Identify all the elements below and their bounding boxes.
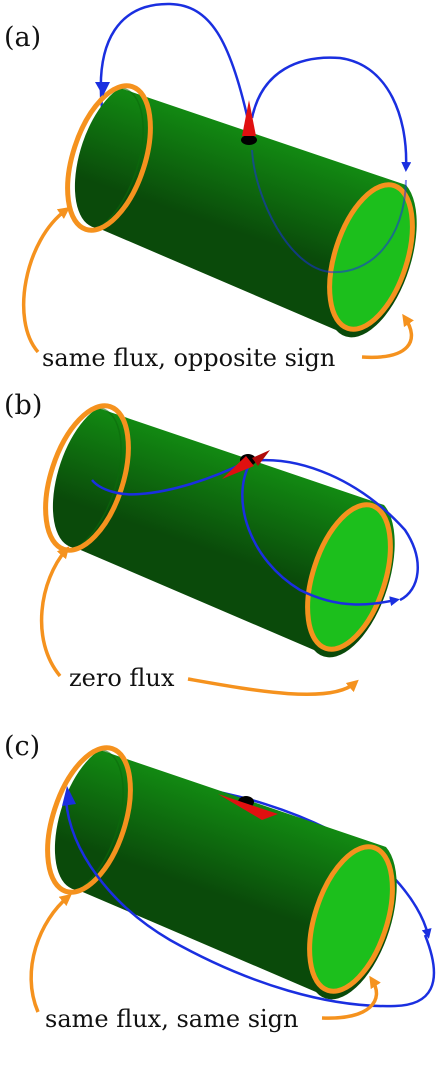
cylinder-b <box>30 396 407 660</box>
panel-c-overlay: (c) same flux, same sign <box>4 731 436 1033</box>
pointer-arrow <box>21 207 71 354</box>
panel-b-overlay: (b) zero flux <box>4 390 419 697</box>
caption-b: zero flux <box>69 664 175 692</box>
panel-label: (b) <box>4 390 42 421</box>
pointer-arrow <box>39 546 70 678</box>
panel-a: (a) same flux, opposite sign <box>4 2 429 372</box>
panel-label: (c) <box>4 731 40 762</box>
pointer-arrow <box>187 677 359 697</box>
caption-a: same flux, opposite sign <box>42 344 335 372</box>
field-line-arrow <box>241 462 400 607</box>
dipole-a <box>241 100 257 145</box>
field-line-front <box>64 799 436 1008</box>
panel-c <box>32 738 409 1002</box>
pointer-arrow <box>361 313 414 359</box>
dipole-b <box>222 450 270 479</box>
panel-label: (a) <box>4 22 41 53</box>
field-line-arrow <box>62 786 76 806</box>
cylinder-a <box>52 76 429 340</box>
caption-c: same flux, same sign <box>45 1005 299 1033</box>
pointer-arrow <box>321 975 381 1020</box>
field-line-right <box>249 458 419 602</box>
field-line-arrow <box>95 82 110 96</box>
dipole-c <box>218 794 278 820</box>
cylinder-c <box>32 738 409 1002</box>
field-line-left <box>91 459 249 496</box>
pointer-arrow <box>29 893 72 1013</box>
panel-b <box>30 396 407 660</box>
field-line-right <box>250 56 412 172</box>
